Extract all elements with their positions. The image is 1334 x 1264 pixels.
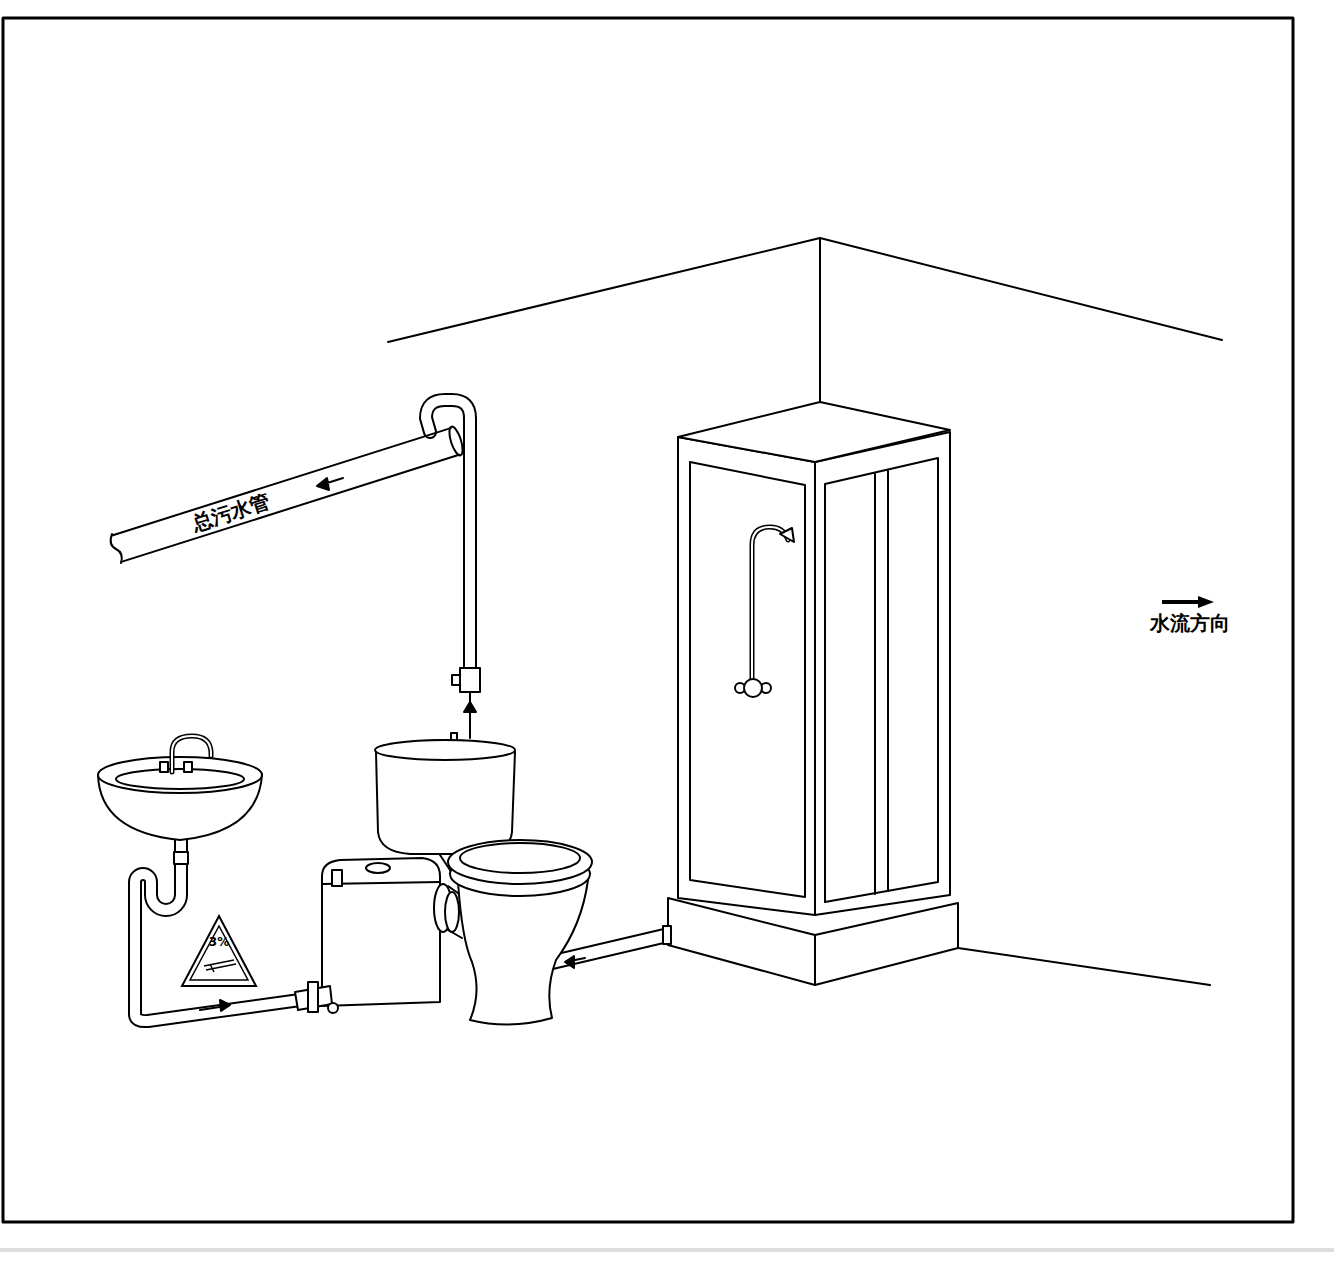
sink bbox=[98, 736, 338, 1021]
line-art bbox=[452, 675, 460, 685]
line-art bbox=[752, 527, 788, 690]
line-art bbox=[3, 18, 1293, 1222]
line-art bbox=[135, 840, 300, 1021]
line-art bbox=[388, 238, 1222, 342]
line-art bbox=[0, 1248, 1334, 1252]
flow-arrow-sample bbox=[1158, 594, 1228, 610]
line-art bbox=[376, 740, 515, 854]
shower-cabin bbox=[668, 402, 958, 985]
line-art bbox=[780, 528, 794, 542]
line-art bbox=[445, 892, 459, 932]
macerator-pump bbox=[322, 858, 462, 1006]
line-art bbox=[135, 840, 300, 1021]
line-art bbox=[160, 762, 168, 772]
line-art bbox=[744, 679, 762, 697]
line-art bbox=[814, 935, 816, 985]
line-art bbox=[460, 668, 480, 692]
slope-icon bbox=[204, 960, 236, 972]
line-art bbox=[328, 1003, 338, 1013]
line-art bbox=[819, 238, 821, 402]
line-art bbox=[690, 462, 805, 897]
frame bbox=[0, 18, 1334, 1250]
line-art bbox=[322, 858, 440, 1006]
line-art bbox=[426, 400, 470, 668]
line-art bbox=[752, 527, 788, 690]
legend-text: 水流方向 bbox=[1150, 610, 1230, 637]
line-art bbox=[308, 982, 318, 1012]
line-art bbox=[464, 702, 476, 728]
supply-pipe bbox=[426, 400, 480, 742]
line-art bbox=[825, 458, 938, 902]
line-art bbox=[663, 926, 671, 944]
line-art bbox=[874, 474, 876, 894]
line-art bbox=[447, 425, 466, 457]
line-art bbox=[458, 880, 588, 1025]
pipe-label: 总污水管 bbox=[189, 489, 272, 535]
line-art bbox=[678, 402, 950, 462]
toilet bbox=[375, 740, 592, 1025]
line-art bbox=[460, 843, 580, 873]
line-art bbox=[815, 432, 950, 915]
line-art bbox=[426, 400, 470, 668]
line-art bbox=[184, 762, 192, 772]
line-art bbox=[958, 948, 1210, 985]
line-art bbox=[174, 852, 188, 864]
line-art bbox=[375, 740, 515, 760]
line-art bbox=[111, 534, 122, 563]
legend-entry: 水流方向 bbox=[1150, 594, 1230, 637]
line-art bbox=[332, 870, 342, 886]
line-art bbox=[200, 1000, 230, 1011]
line-art bbox=[678, 437, 815, 915]
slope-warning-triangle: 3% bbox=[180, 914, 258, 988]
room-walls bbox=[388, 238, 1222, 985]
triangle-outline bbox=[180, 914, 258, 988]
line-art bbox=[448, 840, 592, 884]
triangle-outer bbox=[182, 916, 256, 986]
slope-percent: 3% bbox=[209, 936, 229, 988]
line-art bbox=[366, 863, 390, 873]
triangle-inner bbox=[190, 926, 248, 980]
sewer-pipe-band: 总污水管 bbox=[112, 427, 460, 563]
line-art bbox=[116, 769, 244, 789]
line-art bbox=[317, 478, 343, 490]
line-art bbox=[887, 471, 889, 891]
line-art bbox=[172, 736, 211, 772]
arrow-shaft bbox=[1162, 600, 1202, 604]
line-art bbox=[565, 956, 585, 968]
line-art bbox=[98, 757, 262, 793]
arrow-head bbox=[1198, 596, 1214, 608]
sewer-pipe-ends bbox=[111, 425, 466, 563]
line-art bbox=[172, 736, 211, 772]
